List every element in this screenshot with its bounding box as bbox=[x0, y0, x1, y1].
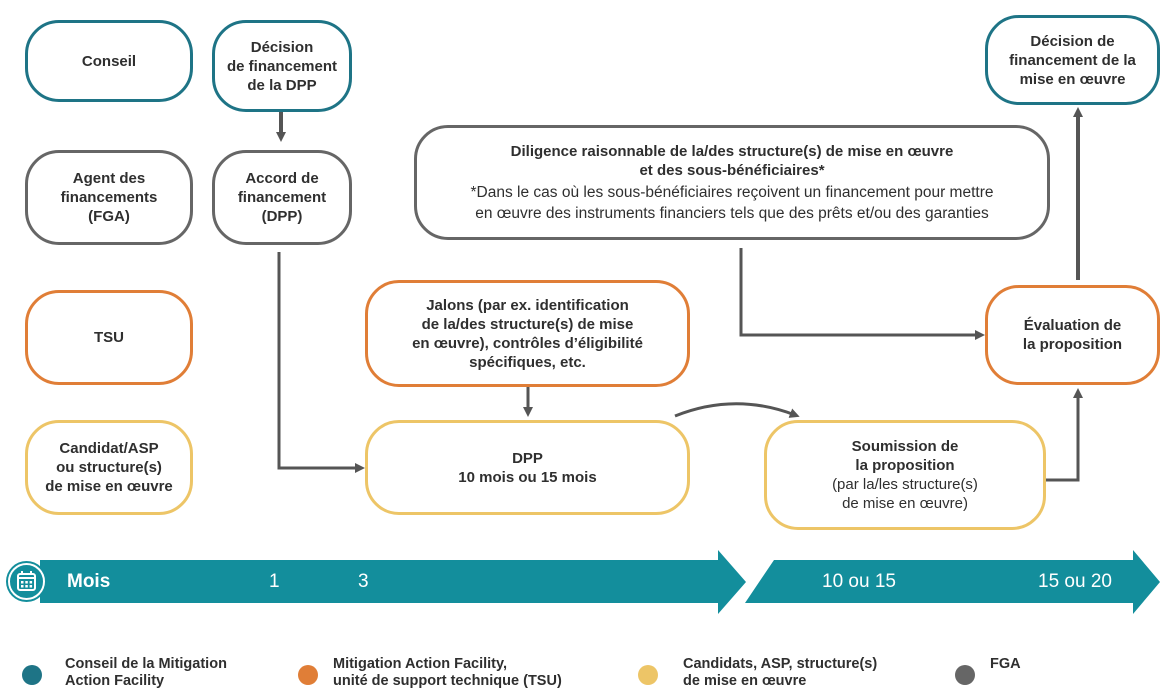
row-label-fga: Agent des financements (FGA) bbox=[25, 150, 193, 245]
arrow-dpp-to-submission bbox=[674, 402, 800, 418]
box-funding-agreement: Accord de financement (DPP) bbox=[212, 150, 352, 245]
timeline-tick: 10 ou 15 bbox=[822, 571, 896, 592]
row-label-council: Conseil bbox=[25, 20, 193, 102]
timeline-tick: 3 bbox=[358, 571, 369, 592]
timeline-tick: 1 bbox=[269, 571, 280, 592]
box-dpp-funding-decision: Décision de financement de la DPP bbox=[212, 20, 352, 112]
box-due-diligence: Diligence raisonnable de la/des structur… bbox=[414, 125, 1050, 240]
box-proposal-evaluation: Évaluation de la proposition bbox=[985, 285, 1160, 385]
box-implementation-funding-decision: Décision de financement de la mise en œu… bbox=[985, 15, 1160, 105]
legend-item-council: Conseil de la Mitigation Action Facility bbox=[65, 656, 227, 689]
legend-item-tsu: Mitigation Action Facility, unité de sup… bbox=[333, 656, 562, 689]
legend-item-candidate: Candidats, ASP, structure(s) de mise en … bbox=[683, 656, 878, 689]
legend-dot-tsu bbox=[298, 665, 318, 685]
legend-dot-fga bbox=[955, 665, 975, 685]
arrow-submission-to-evaluation bbox=[1046, 388, 1083, 482]
timeline-arrow-right bbox=[745, 550, 1160, 614]
box-milestones: Jalons (par ex. identification de la/des… bbox=[365, 280, 690, 387]
legend-dot-candidate bbox=[638, 665, 658, 685]
row-label-tsu: TSU bbox=[25, 290, 193, 385]
legend-dot-council bbox=[22, 665, 42, 685]
timeline-label: Mois bbox=[67, 571, 111, 592]
box-proposal-submission: Soumission de la proposition (par la/les… bbox=[764, 420, 1046, 530]
legend-item-fga: FGA bbox=[990, 656, 1021, 672]
arrow-diligence-to-evaluation bbox=[739, 248, 985, 340]
row-label-candidate: Candidat/ASP ou structure(s) de mise en … bbox=[25, 420, 193, 515]
box-dpp: DPP 10 mois ou 15 mois bbox=[365, 420, 690, 515]
timeline-arrow-left bbox=[40, 550, 746, 614]
calendar-icon bbox=[8, 563, 45, 600]
arrow-agreement-to-dpp bbox=[277, 252, 365, 473]
timeline-tick: 15 ou 20 bbox=[1038, 571, 1112, 592]
